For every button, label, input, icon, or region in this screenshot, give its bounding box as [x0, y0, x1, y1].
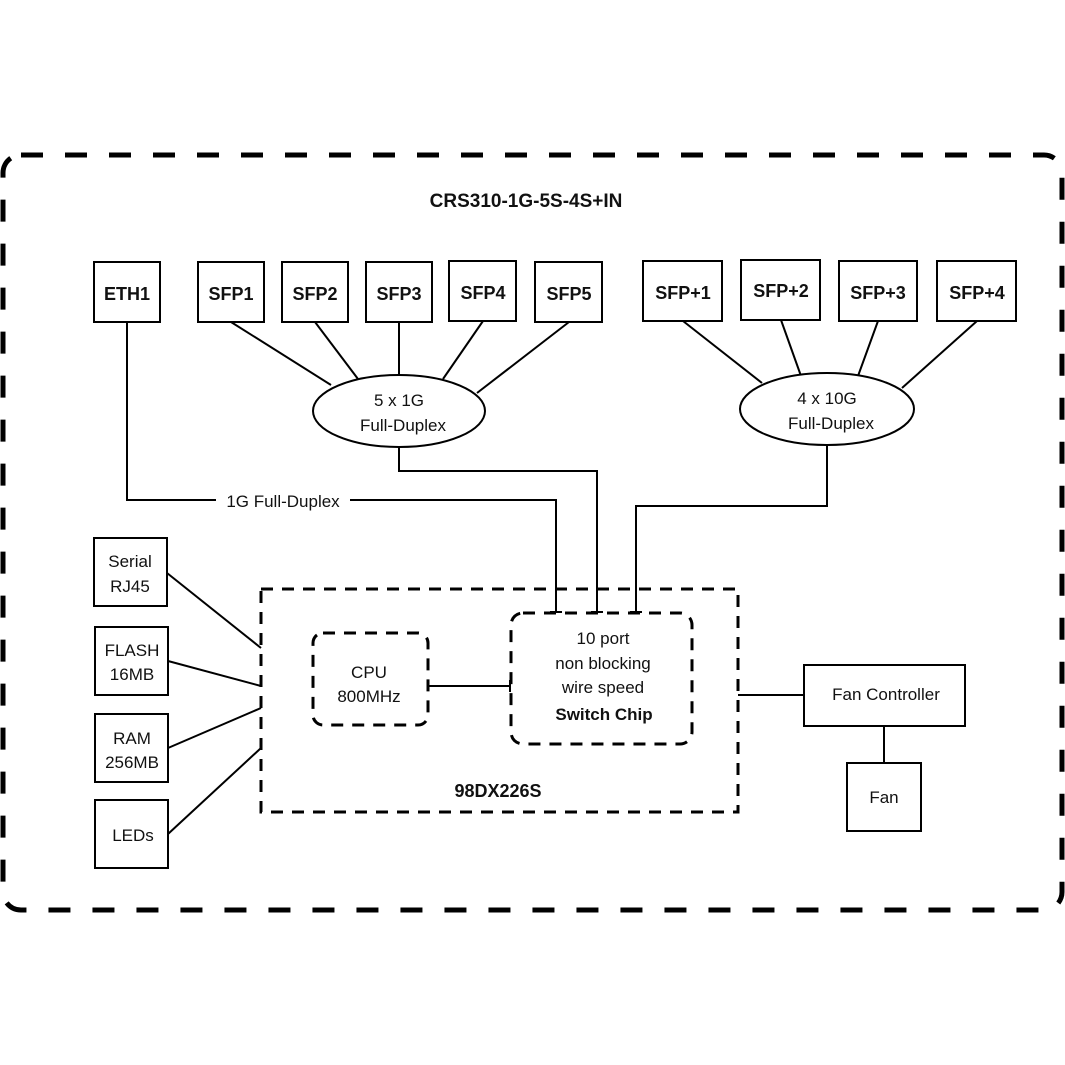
- port-label: SFP+2: [753, 281, 809, 301]
- cpu-block: CPU 800MHz: [311, 631, 430, 727]
- port-sfp5: SFP5: [534, 261, 603, 323]
- device-boundary: [0, 152, 1065, 913]
- hub-4x10g-line2: Full-Duplex: [788, 414, 874, 433]
- peripheral-line2: 256MB: [105, 753, 159, 772]
- port-label: SFP2: [292, 284, 337, 304]
- peripheral-line1: LEDs: [112, 826, 154, 845]
- sfp-links: [230, 320, 570, 394]
- hub-4x10g-line1: 4 x 10G: [797, 389, 857, 408]
- port-label: SFP5: [546, 284, 591, 304]
- device-title: CRS310-1G-5S-4S+IN: [430, 191, 623, 212]
- switch-chip-line3: wire speed: [561, 678, 644, 697]
- sfpplus-links: [682, 319, 978, 389]
- port-sfp1: SFP1: [197, 261, 265, 323]
- peripheral-flash: FLASH 16MB: [94, 626, 169, 696]
- fan-controller: Fan Controller: [803, 664, 966, 727]
- fan: Fan: [846, 762, 922, 832]
- eth1-link-label: 1G Full-Duplex: [226, 492, 340, 511]
- peripheral-leds: LEDs: [94, 799, 169, 869]
- peripheral-ram: RAM 256MB: [94, 713, 169, 783]
- peripheral-line1: RAM: [113, 729, 151, 748]
- eth1-link-cont: [350, 499, 557, 613]
- port-sfp2: SFP2: [281, 261, 349, 323]
- port-label: SFP+1: [655, 283, 711, 303]
- port-sfpplus2: SFP+2: [740, 259, 821, 321]
- switch-chip-block: 10 port non blocking wire speed Switch C…: [509, 611, 694, 746]
- port-label: SFP+3: [850, 283, 906, 303]
- fan-controller-label: Fan Controller: [832, 685, 940, 704]
- hub-5x1g-link: [398, 447, 598, 613]
- switch-chip-line4: Switch Chip: [555, 705, 652, 724]
- port-sfpplus4: SFP+4: [936, 260, 1017, 322]
- peripheral-serial: Serial RJ45: [93, 537, 168, 607]
- port-sfp3: SFP3: [365, 261, 433, 323]
- cpu-line2: 800MHz: [337, 687, 400, 706]
- peripheral-line1: Serial: [108, 552, 151, 571]
- peripheral-line1: FLASH: [105, 641, 160, 660]
- port-sfpplus3: SFP+3: [838, 260, 918, 322]
- hub-5x1g-line1: 5 x 1G: [374, 391, 424, 410]
- hub-5x1g: 5 x 1G Full-Duplex: [312, 374, 486, 448]
- hub-4x10g-link: [635, 445, 828, 613]
- switch-chip-line1: 10 port: [577, 629, 630, 648]
- port-label: SFP+4: [949, 283, 1005, 303]
- port-label: SFP4: [460, 283, 505, 303]
- soc-label: 98DX226S: [454, 781, 541, 801]
- switch-chip-line2: non blocking: [555, 654, 650, 673]
- port-label: SFP1: [208, 284, 253, 304]
- peripheral-line2: RJ45: [110, 577, 150, 596]
- soc-boundary: [259, 587, 740, 814]
- cpu-line1: CPU: [351, 663, 387, 682]
- port-eth1-label: ETH1: [104, 284, 150, 304]
- hub-4x10g: 4 x 10G Full-Duplex: [739, 372, 915, 446]
- port-eth1: ETH1: [93, 261, 161, 323]
- port-label: SFP3: [376, 284, 421, 304]
- peripheral-line2: 16MB: [110, 665, 154, 684]
- hub-5x1g-line2: Full-Duplex: [360, 416, 446, 435]
- port-sfpplus1: SFP+1: [642, 260, 723, 322]
- fan-label: Fan: [869, 788, 898, 807]
- eth1-link: [126, 322, 216, 501]
- peripheral-links: [166, 572, 262, 835]
- port-sfp4: SFP4: [448, 260, 517, 322]
